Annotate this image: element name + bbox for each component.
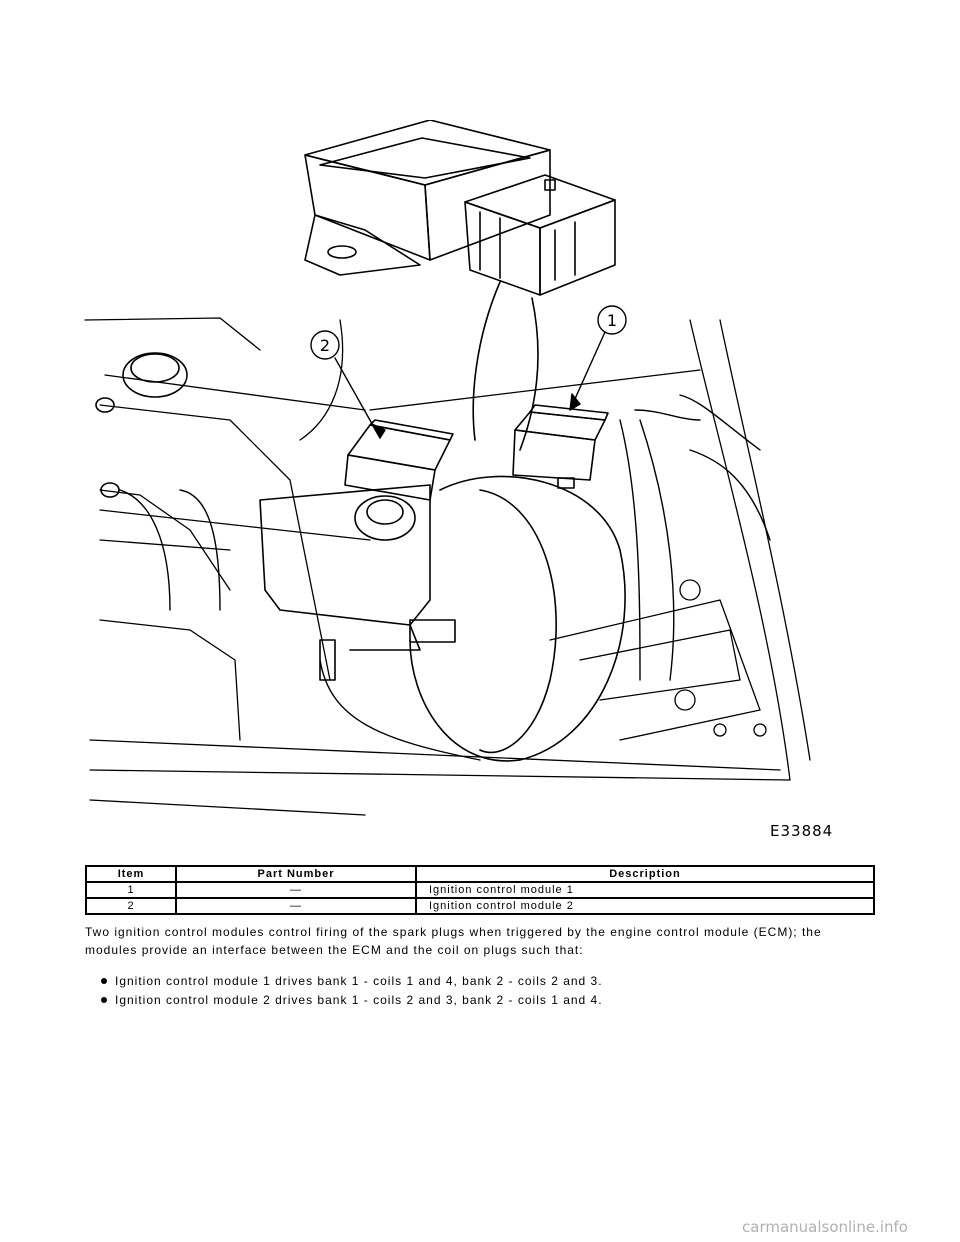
column-header-part-number: Part Number: [175, 865, 417, 883]
list-item-text: Ignition control module 1 drives bank 1 …: [115, 974, 603, 988]
engine-bay-illustration: 2 1: [84, 120, 811, 816]
callout-2-label: 2: [320, 336, 330, 355]
table-row: 1 — Ignition control module 1: [85, 881, 875, 899]
installed-module-2: [344, 419, 454, 501]
list-item: Ignition control module 1 drives bank 1 …: [85, 972, 603, 991]
bullet-icon: [101, 997, 107, 1003]
callouts: [310, 305, 627, 439]
table-cell-part-number: —: [175, 897, 417, 915]
engine-bay-outline: [84, 317, 811, 816]
bullet-icon: [101, 978, 107, 984]
brake-booster: [259, 475, 626, 762]
installed-module-1: [512, 404, 609, 489]
table-header-row: Item Part Number Description: [85, 865, 875, 883]
table-cell-description: Ignition control module 1: [415, 881, 875, 899]
list-item: Ignition control module 2 drives bank 1 …: [85, 991, 603, 1010]
table-cell-item: 2: [85, 897, 177, 915]
parts-table: Item Part Number Description 1 — Ignitio…: [85, 865, 875, 915]
column-header-item: Item: [85, 865, 177, 883]
table-cell-part-number: —: [175, 881, 417, 899]
table-row: 2 — Ignition control module 2: [85, 897, 875, 915]
list-item-text: Ignition control module 2 drives bank 1 …: [115, 993, 603, 1007]
footer-watermark: carmanualsonline.info: [742, 1218, 908, 1236]
intro-paragraph: Two ignition control modules control fir…: [85, 925, 822, 957]
column-header-description: Description: [415, 865, 875, 883]
module-detail-view: [304, 120, 616, 451]
hoses: [119, 394, 771, 761]
table-cell-description: Ignition control module 2: [415, 897, 875, 915]
figure-code: E33884: [770, 822, 834, 840]
bullet-list: Ignition control module 1 drives bank 1 …: [85, 972, 603, 1010]
table-cell-item: 1: [85, 881, 177, 899]
reservoir-caps: [95, 352, 416, 541]
callout-1-label: 1: [607, 311, 617, 330]
